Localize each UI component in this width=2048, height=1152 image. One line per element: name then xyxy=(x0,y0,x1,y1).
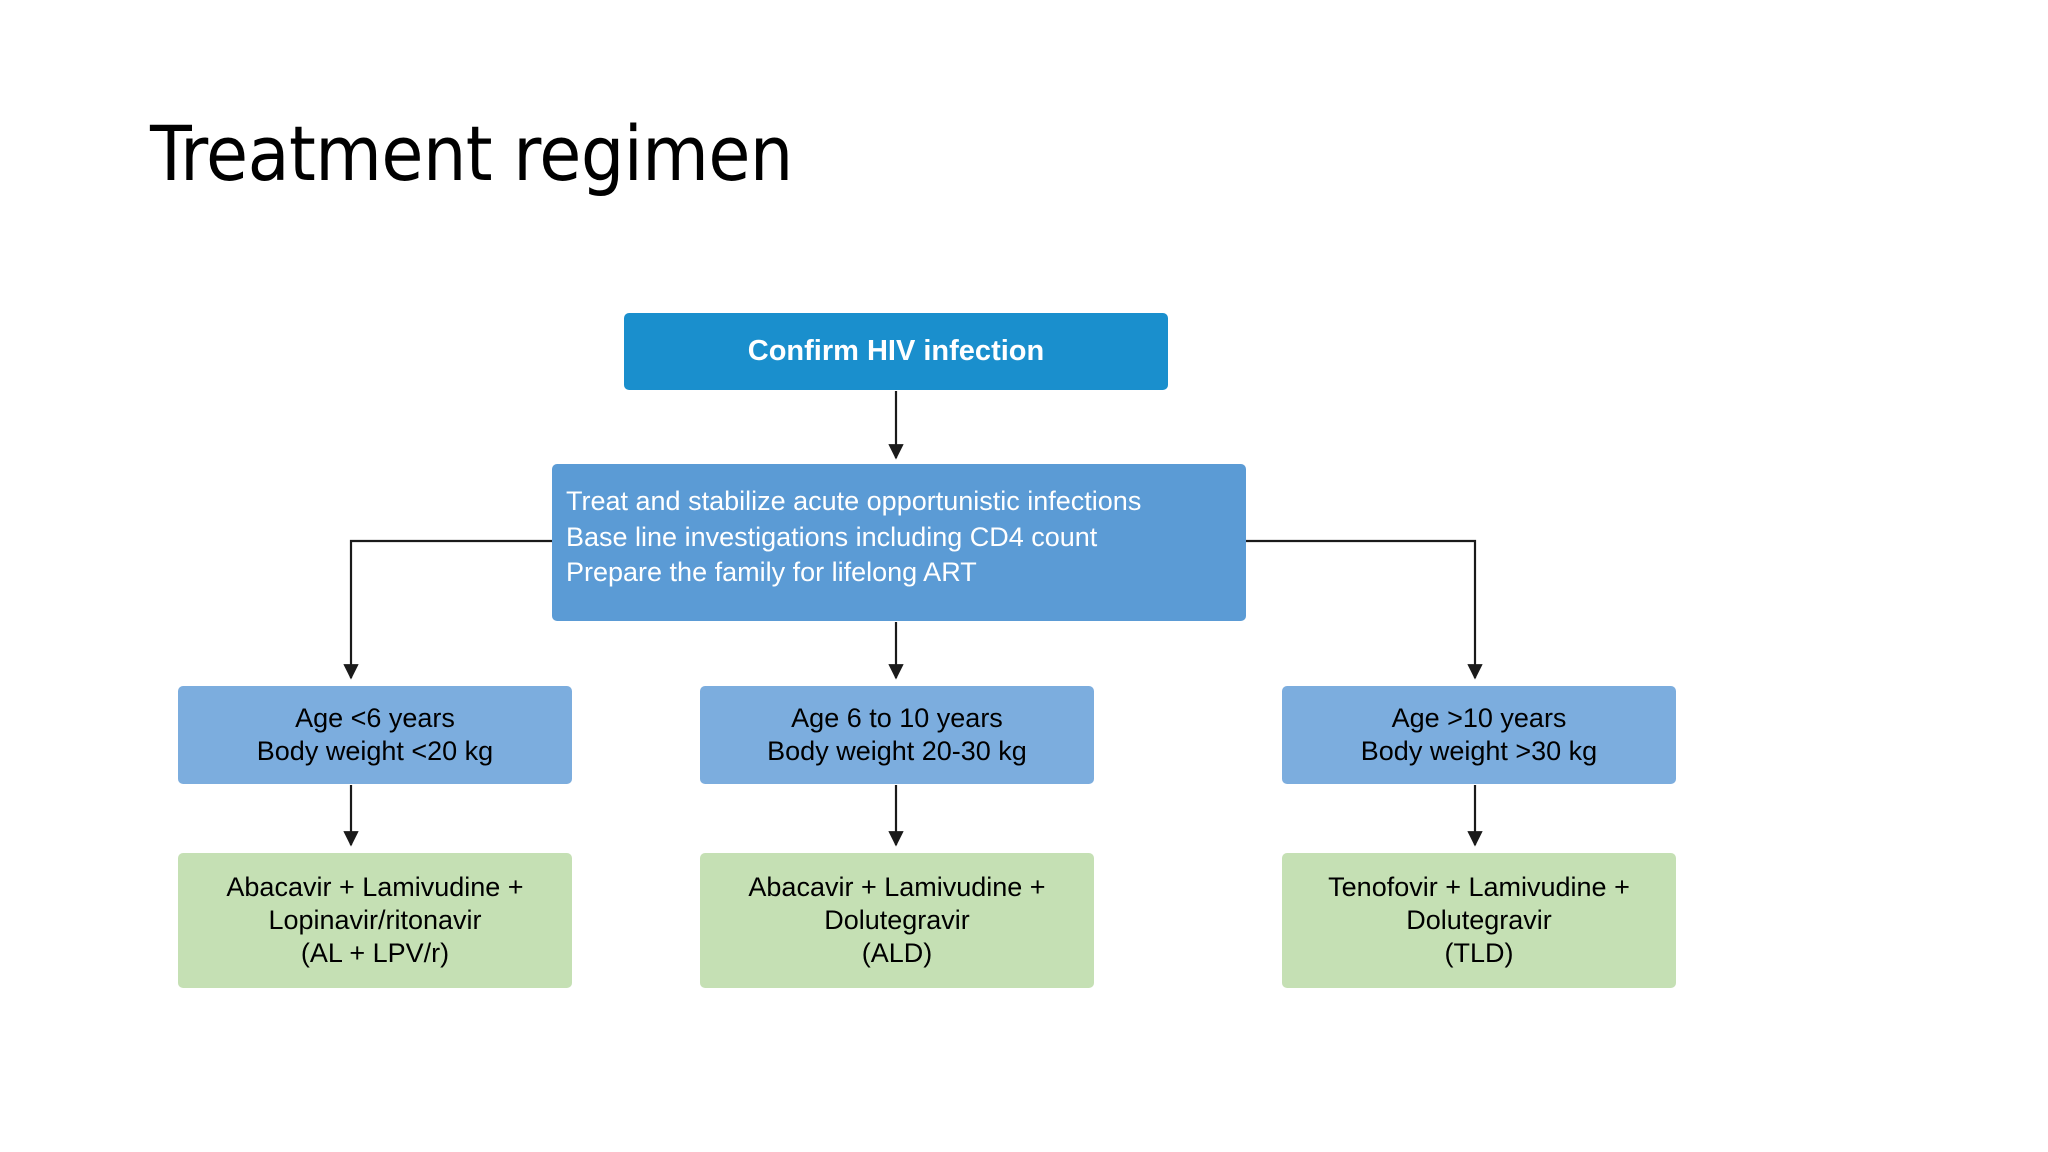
regimen-line-2: Dolutegravir xyxy=(1406,905,1552,936)
page-title: Treatment regimen xyxy=(150,109,793,198)
node-criteria-under-6-years: Age <6 years Body weight <20 kg xyxy=(178,686,572,784)
regimen-line-3: (TLD) xyxy=(1444,937,1514,968)
criteria-weight-label: Body weight 20-30 kg xyxy=(767,736,1027,766)
criteria-age-label: Age 6 to 10 years xyxy=(791,703,1003,734)
node-regimen-ald: Abacavir + Lamivudine + Dolutegravir (AL… xyxy=(700,853,1094,988)
criteria-age-label: Age >10 years xyxy=(1391,703,1567,734)
connector-instructions-to-branch-3 xyxy=(1246,539,1483,680)
instruction-line-2: Base line investigations including CD4 c… xyxy=(566,521,1098,552)
node-confirm-hiv-infection: Confirm HIV infection xyxy=(624,313,1168,390)
criteria-weight-label: Body weight <20 kg xyxy=(256,736,494,766)
regimen-line-1: Abacavir + Lamivudine + xyxy=(226,872,524,903)
node-regimen-al-lpvr: Abacavir + Lamivudine + Lopinavir/ritona… xyxy=(178,853,572,988)
node-regimen-tld: Tenofovir + Lamivudine + Dolutegravir (T… xyxy=(1282,853,1676,988)
instruction-line-1: Treat and stabilize acute opportunistic … xyxy=(566,486,1142,516)
regimen-line-3: (ALD) xyxy=(861,937,933,968)
connector-instructions-to-branch-1 xyxy=(343,539,552,680)
node-criteria-over-10-years: Age >10 years Body weight >30 kg xyxy=(1282,686,1676,784)
regimen-line-3: (AL + LPV/r) xyxy=(300,937,450,968)
node-criteria-6-to-10-years: Age 6 to 10 years Body weight 20-30 kg xyxy=(700,686,1094,784)
node-initial-management: Treat and stabilize acute opportunistic … xyxy=(552,464,1246,621)
instruction-line-3: Prepare the family for lifelong ART xyxy=(566,557,977,588)
regimen-line-2: Lopinavir/ritonavir xyxy=(268,905,482,936)
regimen-line-2: Dolutegravir xyxy=(824,905,970,936)
node-confirm-label: Confirm HIV infection xyxy=(747,334,1045,367)
criteria-weight-label: Body weight >30 kg xyxy=(1360,736,1598,766)
regimen-line-1: Tenofovir + Lamivudine + xyxy=(1328,872,1630,903)
criteria-age-label: Age <6 years xyxy=(295,703,455,734)
regimen-line-1: Abacavir + Lamivudine + xyxy=(748,872,1046,903)
